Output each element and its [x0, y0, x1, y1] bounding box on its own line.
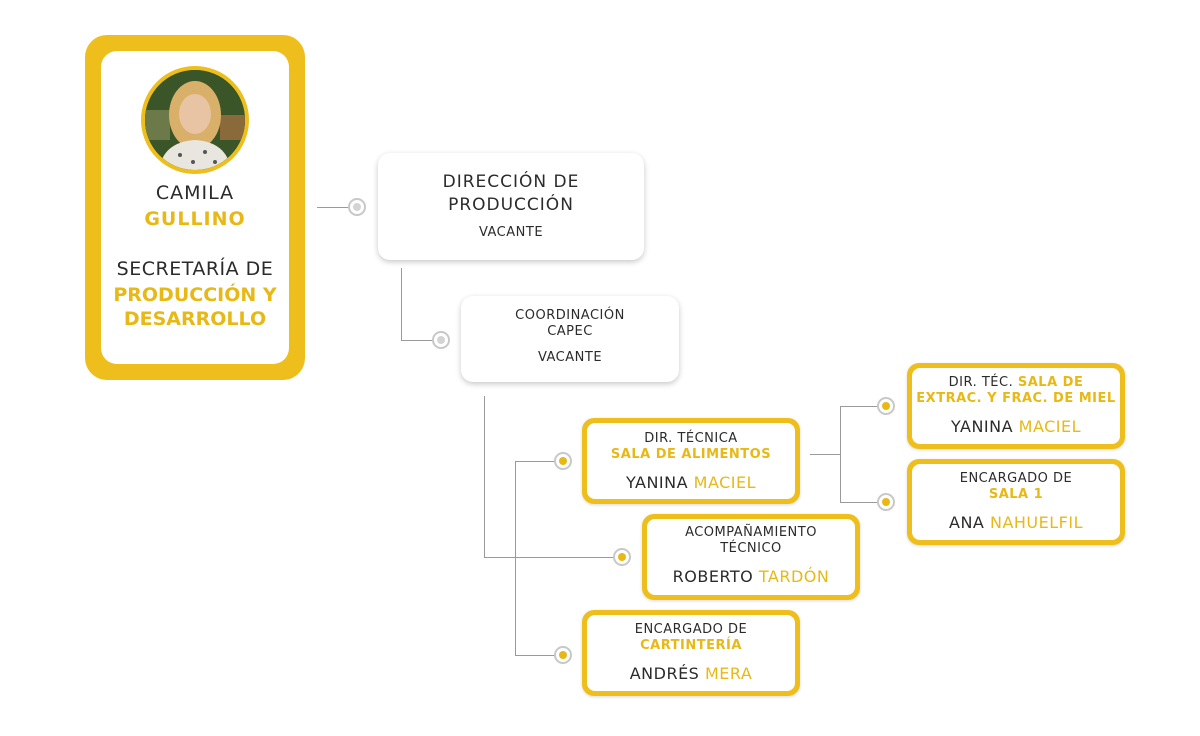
connector-head — [317, 207, 349, 208]
node-acompanamiento: ACOMPAÑAMIENTO TÉCNICO ROBERTO TARDÓN — [642, 514, 860, 600]
connector-sala-h — [810, 454, 840, 455]
node-sala1-title-highlight: SALA 1 — [988, 487, 1044, 502]
head-first-name: CAMILA — [155, 182, 235, 204]
node-cartinteria-first: ANDRÉS — [629, 664, 700, 683]
node-sala-alimentos-last: MACIEL — [693, 473, 757, 492]
node-sala-alimentos-first: YANINA — [625, 473, 689, 492]
connector-sala-h1 — [840, 406, 878, 407]
node-sala-miel-last: MACIEL — [1018, 417, 1082, 436]
node-sala-miel-title-highlight-a: SALA DE — [1017, 375, 1084, 390]
node-sala1-first: ANA — [949, 513, 985, 532]
connector-coordinacion-v — [484, 396, 485, 557]
node-sala1-title: ENCARGADO DE — [959, 471, 1073, 486]
node-acompanamiento-inner: ACOMPAÑAMIENTO TÉCNICO ROBERTO TARDÓN — [647, 519, 855, 595]
connector-direccion-v — [401, 268, 402, 340]
head-role-line2b: DESARROLLO — [123, 308, 267, 330]
node-acompanamiento-line1: ACOMPAÑAMIENTO — [685, 525, 817, 540]
node-cartinteria-person: ANDRÉS MERA — [587, 664, 795, 683]
node-sala-miel-first: YANINA — [950, 417, 1014, 436]
connector-dot-acompanamiento — [613, 548, 631, 566]
person-photo-icon — [145, 70, 245, 170]
node-sala-alimentos-inner: DIR. TÉCNICA SALA DE ALIMENTOS YANINA MA… — [587, 423, 795, 499]
connector-branch-h2 — [515, 655, 555, 656]
node-cartinteria-title: ENCARGADO DE — [634, 622, 748, 637]
node-sala-miel: DIR. TÉC. SALA DE EXTRAC. Y FRAC. DE MIE… — [907, 363, 1125, 449]
node-acompanamiento-person: ROBERTO TARDÓN — [647, 567, 855, 586]
node-coordinacion-capec: COORDINACIÓN CAPEC VACANTE — [461, 296, 679, 382]
node-sala-miel-title: DIR. TÉC. — [948, 375, 1014, 390]
connector-sala-v — [840, 406, 841, 502]
node-sala1-last: NAHUELFIL — [989, 513, 1083, 532]
avatar — [141, 66, 249, 174]
connector-branch-v — [515, 461, 516, 655]
node-direccion-produccion: DIRECCIÓN DE PRODUCCIÓN VACANTE — [378, 153, 644, 260]
connector-dot-cartinteria — [554, 646, 572, 664]
node-sala-alimentos: DIR. TÉCNICA SALA DE ALIMENTOS YANINA MA… — [582, 418, 800, 504]
connector-branch-h1 — [515, 461, 555, 462]
node-sala-miel-inner: DIR. TÉC. SALA DE EXTRAC. Y FRAC. DE MIE… — [912, 368, 1120, 444]
node-sala-alimentos-person: YANINA MACIEL — [587, 473, 795, 492]
node-sala-alimentos-title: DIR. TÉCNICA — [644, 431, 738, 446]
node-cartinteria: ENCARGADO DE CARTINTERÍA ANDRÉS MERA — [582, 610, 800, 696]
head-last-name: GULLINO — [144, 208, 246, 230]
connector-dot-direccion — [348, 198, 366, 216]
head-role-line2: PRODUCCIÓN Y DESARROLLO — [91, 284, 299, 330]
node-sala-alimentos-title-highlight: SALA DE ALIMENTOS — [610, 447, 772, 462]
connector-dot-coordinacion — [432, 331, 450, 349]
node-direccion-line1: DIRECCIÓN DE — [442, 172, 580, 192]
node-acompanamiento-last: TARDÓN — [758, 567, 830, 586]
node-direccion-line2: PRODUCCIÓN — [448, 195, 574, 215]
node-acompanamiento-line2: TÉCNICO — [720, 541, 782, 556]
node-coordinacion-line1: COORDINACIÓN — [515, 308, 625, 323]
connector-dot-sala1 — [877, 493, 895, 511]
connector-coordinacion-h — [484, 557, 614, 558]
node-sala1-inner: ENCARGADO DE SALA 1 ANA NAHUELFIL — [912, 464, 1120, 540]
head-card: CAMILA GULLINO SECRETARÍA DE PRODUCCIÓN … — [85, 35, 305, 380]
node-direccion-person: VACANTE — [478, 225, 544, 240]
node-cartinteria-title-highlight: CARTINTERÍA — [640, 638, 742, 653]
connector-dot-sala-alimentos — [554, 452, 572, 470]
head-role-line1: SECRETARÍA DE — [116, 258, 274, 280]
node-sala1-person: ANA NAHUELFIL — [912, 513, 1120, 532]
node-sala-miel-title-highlight-b: EXTRAC. Y FRAC. DE MIEL — [916, 391, 1116, 406]
node-cartinteria-last: MERA — [704, 664, 753, 683]
node-sala1: ENCARGADO DE SALA 1 ANA NAHUELFIL — [907, 459, 1125, 545]
connector-sala-h2 — [840, 502, 878, 503]
node-sala-miel-person: YANINA MACIEL — [912, 417, 1120, 436]
head-card-inner: CAMILA GULLINO SECRETARÍA DE PRODUCCIÓN … — [101, 51, 289, 364]
node-acompanamiento-first: ROBERTO — [672, 567, 754, 586]
connector-direccion-h — [401, 340, 433, 341]
node-sala-miel-title-line1: DIR. TÉC. SALA DE — [912, 368, 1120, 391]
head-role-line2a: PRODUCCIÓN Y — [113, 284, 277, 306]
connector-dot-sala-miel — [877, 397, 895, 415]
node-coordinacion-person: VACANTE — [537, 350, 603, 365]
node-cartinteria-inner: ENCARGADO DE CARTINTERÍA ANDRÉS MERA — [587, 615, 795, 691]
node-coordinacion-line2: CAPEC — [547, 324, 593, 339]
